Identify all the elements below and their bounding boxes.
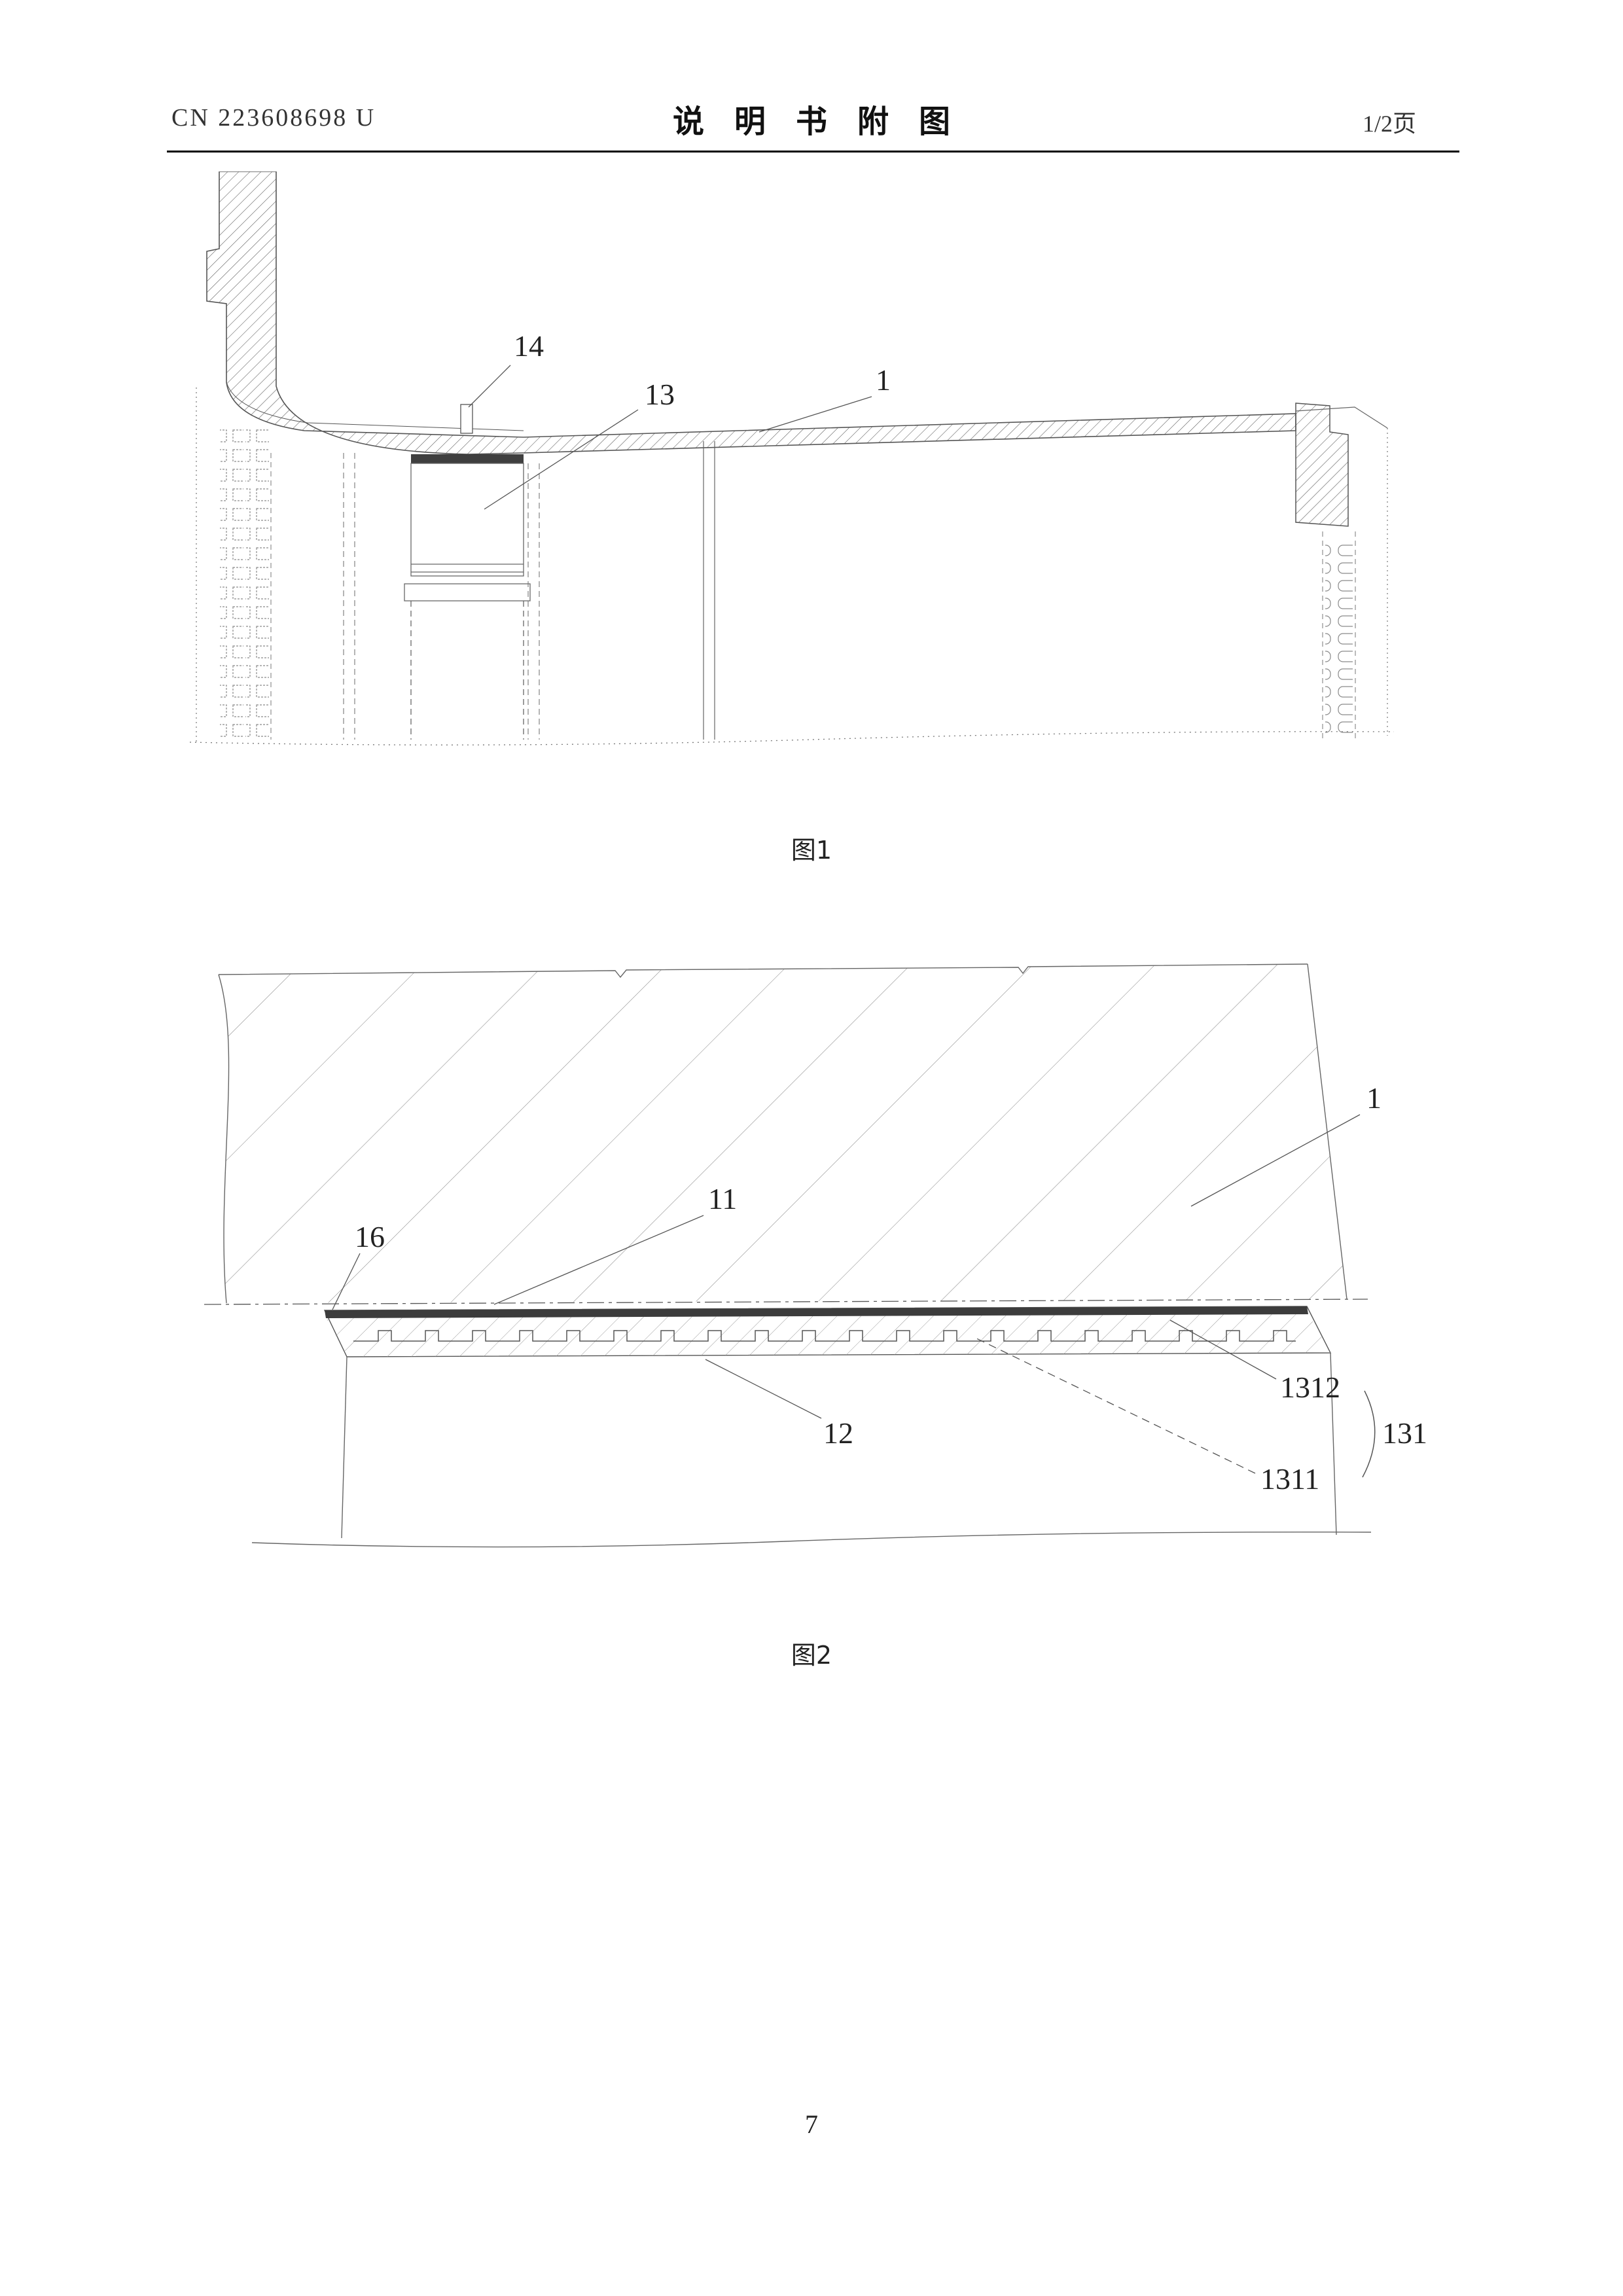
weld-layer-structure: [323, 1306, 1332, 1357]
figure1-caption: 图1: [791, 836, 832, 865]
fig2-label-1311: 1311: [1260, 1462, 1319, 1496]
fig2-label-1312: 1312: [1280, 1371, 1340, 1404]
sealing-layer: [325, 1306, 1308, 1318]
seam-structure: [404, 404, 531, 740]
fig1-label-13: 13: [645, 378, 675, 411]
patent-number: CN 223608698 U: [171, 104, 376, 132]
fig2-label-12: 12: [823, 1416, 853, 1450]
right-end-structure: [1295, 403, 1388, 740]
fig1-label-14: 14: [514, 329, 544, 363]
shell-body: [204, 963, 1368, 1305]
figure2-drawing: 1 16 11 12 1312 1311 131: [204, 963, 1427, 1548]
figure1-drawing: 14 13 1: [189, 171, 1395, 745]
fig2-label-11: 11: [708, 1182, 737, 1215]
hidden-lines: [343, 453, 540, 740]
tank-wall-section: [206, 171, 1296, 455]
section-line: [204, 1299, 1368, 1305]
figure1-labels: 14 13 1: [468, 329, 891, 510]
fig1-label-1: 1: [876, 363, 891, 397]
group-brace: [1362, 1390, 1376, 1478]
break-line-bottom: [189, 731, 1395, 745]
partition-lines: [703, 441, 715, 740]
page-number: 7: [805, 2109, 818, 2139]
break-line-bottom: [251, 1532, 1372, 1548]
figure2-caption: 图2: [791, 1641, 832, 1670]
fig2-label-131: 131: [1382, 1416, 1427, 1450]
seam-13: [411, 454, 524, 463]
page-indicator: 1/2页: [1363, 111, 1417, 137]
document-title: 说明书附图: [672, 103, 980, 140]
backing-body: [251, 1352, 1372, 1548]
header-rule: [167, 151, 1459, 152]
fig2-label-16: 16: [355, 1220, 385, 1253]
figure2-labels: 1 16 11 12 1312 1311 131: [332, 1081, 1427, 1496]
interlock-layer: [353, 1330, 1296, 1342]
stub-14: [460, 404, 473, 434]
fig2-label-1: 1: [1366, 1081, 1382, 1115]
left-anchor-strips: [196, 387, 272, 742]
